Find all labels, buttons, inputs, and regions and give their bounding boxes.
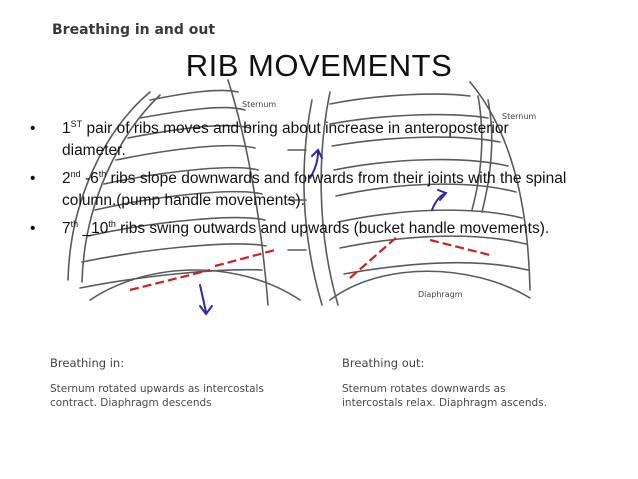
right-ribcage-outline: [303, 99, 323, 306]
caption-out-title: Breathing out:: [342, 356, 425, 370]
bullet-item: • 2nd -6th ribs slope downwards and forw…: [28, 168, 568, 212]
bullet-item: • 1ST pair of ribs moves and bring about…: [28, 118, 568, 162]
caption-out-line2: intercostals relax. Diaphragm ascends.: [342, 397, 547, 409]
right-red-rib-line: [349, 235, 399, 279]
slide-title: RIB MOVEMENTS: [185, 48, 453, 83]
caption-in-line1: Sternum rotated upwards as intercostals: [50, 383, 264, 395]
caption-in-line2: contract. Diaphragm descends: [50, 397, 212, 409]
diaphragm-label: Diaphragm: [418, 290, 463, 299]
caption-in-title: Breathing in:: [50, 356, 125, 370]
figure-heading: Breathing in and out: [52, 22, 216, 38]
caption-breathing-in: Breathing in: Sternum rotated upwards as…: [50, 356, 320, 410]
left-arrow-down: [199, 284, 207, 313]
bullet-dot: •: [30, 220, 36, 237]
left-red-rib-line: [129, 268, 211, 292]
bullet-2-text: 2nd -6th ribs slope downwards and forwar…: [62, 169, 567, 210]
bullet-item: • 7th _10th ribs swing outwards and upwa…: [28, 218, 568, 240]
bullet-list: • 1ST pair of ribs moves and bring about…: [28, 118, 568, 246]
bullet-dot: •: [30, 120, 36, 137]
bullet-1-text: 1ST pair of ribs moves and bring about i…: [62, 119, 509, 160]
sternum-label-left: Sternum: [242, 100, 277, 109]
left-ribcage-outline: [67, 91, 151, 281]
middle-arrow-up: [309, 151, 319, 179]
caption-breathing-out: Breathing out: Sternum rotates downwards…: [342, 356, 612, 410]
right-arrow: [431, 193, 445, 211]
bullet-3-text: 7th _10th ribs swing outwards and upward…: [62, 219, 550, 238]
bullet-dot: •: [30, 170, 36, 187]
caption-out-line1: Sternum rotates downwards as: [342, 383, 506, 395]
sternum-label-right: Sternum: [502, 112, 537, 121]
